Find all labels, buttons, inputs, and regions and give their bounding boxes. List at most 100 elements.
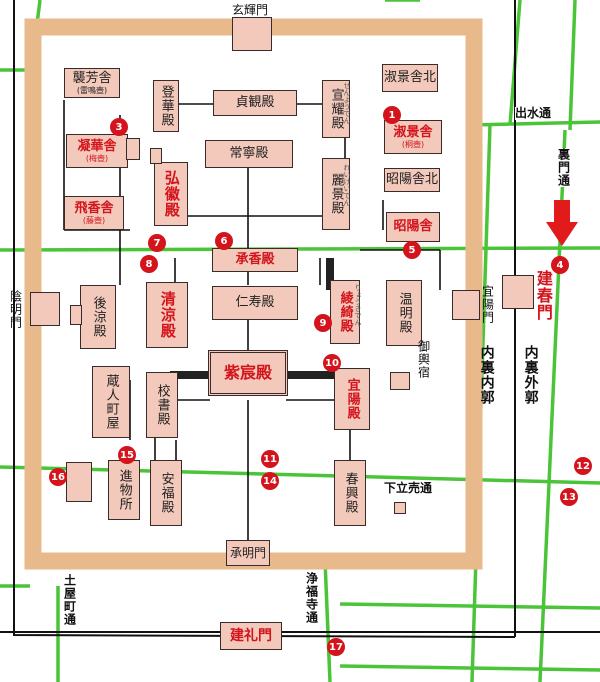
shishinden: 紫宸殿 [208,350,288,396]
shoyosha-kita-label: 昭陽舎北 [385,172,438,188]
region-dairi-uchi: 内裏内郭 [478,345,495,405]
senyoden-label: 宣耀殿 [328,88,344,130]
joneiden-label: 常寧殿 [229,146,269,162]
shuho-sha-label: 襲芳舎 [72,70,112,86]
shoyosha: 昭陽舎 [386,212,440,242]
kurodo-cho-label: 蔵人町屋 [103,374,119,430]
reikeiden-label: 麗景殿 [328,173,344,215]
shukeisha: 淑景舎 (桐壺) [384,120,442,154]
shoyosha-label: 昭陽舎 [393,219,433,235]
marker-8[interactable]: 8 [140,255,158,273]
teikanden-label: 貞観殿 [235,95,275,111]
shokyoden-label: 承香殿 [235,252,275,268]
shukeisha-label: 淑景舎 [393,124,433,140]
gyokasha-label: 凝華舎 [77,138,117,154]
anpukuden: 安福殿 [150,460,182,526]
kurodo-cho: 蔵人町屋 [92,366,130,438]
marker-12[interactable]: 12 [574,457,592,475]
ryokiden: 綾綺殿 [330,280,360,344]
street-tsuchiyamachi: 土屋町通 [62,574,77,626]
shuho-sha: 襲芳舎 (雷鳴壺) [64,68,120,98]
kokiden-annex [150,148,162,164]
anpukuden-label: 安福殿 [158,472,174,514]
jinjuden: 仁寿殿 [212,286,298,320]
unmeiden: 温明殿 [386,280,422,346]
giyo-gate-label: 宜陽門 [480,285,495,324]
tokaden-label: 登華殿 [158,85,174,127]
inmei-gate [30,292,60,326]
shukeisha-sub: (桐壺) [401,139,425,149]
shomei-gate: 承明門 [226,540,270,566]
kenshun-gate-label: 建春門 [533,270,553,321]
senyoden: 宣耀殿 [322,80,350,138]
inmei-gate-label: 陰明門 [8,290,23,329]
region-dairi-soto: 内裏外郭 [522,345,539,405]
shinmotsu-label: 進物所 [116,469,132,511]
higyosha-sub: (藤壺) [82,215,106,225]
higyosha-label: 飛香舎 [74,200,114,216]
marker-5[interactable]: 5 [403,241,421,259]
kenshun-gate [502,275,534,309]
shukeisha-kita: 淑景舎北 [382,64,438,92]
genbu-gate-label: 玄輝門 [230,3,271,18]
kyoshoden-label: 校書殿 [154,384,170,426]
unmeiden-label: 温明殿 [396,292,412,334]
shunkoden: 春興殿 [334,460,366,526]
goshuku-label: 御輿宿 [416,340,431,379]
marker-9[interactable]: 9 [314,314,332,332]
goshuku [390,372,410,390]
shishinden-label: 紫宸殿 [223,362,272,382]
marker-16[interactable]: 16 [49,468,67,486]
higyosha: 飛香舎 (藤壺) [64,196,124,230]
marker-7[interactable]: 7 [148,234,166,252]
kokiden-label: 弘徽殿 [162,170,181,218]
gyokasha-annex [126,138,140,160]
shokyoden: 承香殿 [212,248,298,272]
kyoshoden: 校書殿 [146,372,178,438]
gyokasha: 凝華舎 (梅壺) [66,134,128,168]
reikeiden: 麗景殿 [322,158,350,230]
east-annex [394,502,406,514]
marker-6[interactable]: 6 [215,232,233,250]
tokaden: 登華殿 [153,80,179,132]
marker-15[interactable]: 15 [118,446,136,464]
shoyosha-kita: 昭陽舎北 [384,168,440,192]
teikanden: 貞観殿 [213,90,297,116]
senyoden-ruby: せんようでん [343,82,351,124]
genbu-gate [232,17,272,51]
shunkoden-label: 春興殿 [342,472,358,514]
marker-13[interactable]: 13 [560,488,578,506]
street-demizu: 出水通 [515,106,552,121]
seiryoden: 清涼殿 [146,282,188,348]
marker-1[interactable]: 1 [383,106,401,124]
street-uramon: 裏門通 [556,148,571,187]
giyoden-label: 宜陽殿 [344,378,360,420]
marker-3[interactable]: 3 [110,118,128,136]
ryokiden-label: 綾綺殿 [337,291,353,333]
street-shimodachiuri: 下立売通 [384,481,433,496]
korouden-annex [70,305,82,325]
outer-lines [0,0,600,638]
shomei-gate-label: 承明門 [229,545,266,560]
marker-10[interactable]: 10 [323,354,341,372]
marker-4[interactable]: 4 [551,256,569,274]
marker-14[interactable]: 14 [261,472,279,490]
korouden: 後涼殿 [80,285,116,349]
kenrei-gate-label: 建礼門 [230,627,272,644]
seiryoden-label: 清涼殿 [158,291,177,339]
ryokiden-ruby: りょうきでん [354,284,362,326]
kenrei-gate: 建礼門 [220,622,282,650]
shukeisha-kita-label: 淑景舎北 [383,70,436,86]
arrow-down-icon [546,200,578,246]
marker-17[interactable]: 17 [327,638,345,656]
giyoden: 宜陽殿 [334,368,370,430]
shinmotsu: 進物所 [108,460,140,520]
gyokasha-sub: (梅壺) [85,153,109,163]
shuho-sha-sub: (雷鳴壺) [76,85,108,95]
jinjuden-label: 仁寿殿 [235,295,275,311]
street-jofukuji: 浄福寺通 [304,572,319,624]
joneiden: 常寧殿 [205,140,293,168]
reikeiden-ruby: れいけいでん [343,164,351,206]
marker-11[interactable]: 11 [261,450,279,468]
